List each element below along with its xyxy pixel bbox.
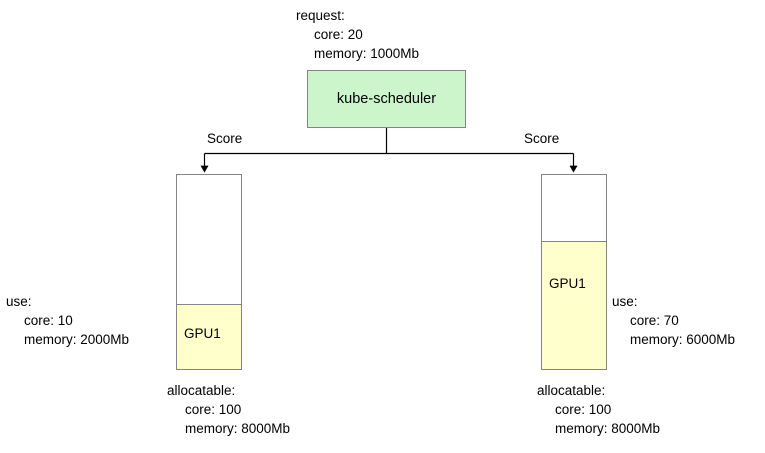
allocatable-core-right: core: 100 — [555, 402, 612, 417]
node-label-right: GPU1 — [549, 276, 586, 291]
allocatable-header-left: allocatable: — [167, 383, 236, 398]
use-memory-right: memory: 6000Mb — [630, 332, 736, 347]
request-memory: memory: 1000Mb — [314, 46, 420, 61]
kube-scheduler-label: kube-scheduler — [336, 91, 437, 107]
node-bar-left[interactable]: GPU1 — [176, 174, 242, 370]
request-caption: request: core: 20 memory: 1000Mb — [296, 6, 419, 63]
allocatable-header-right: allocatable: — [537, 383, 606, 398]
node-used-right — [542, 240, 606, 369]
use-core-left: core: 10 — [24, 313, 73, 328]
node-used-left — [177, 304, 241, 369]
request-core: core: 20 — [314, 27, 363, 42]
use-header-left: use: — [6, 294, 32, 309]
use-core-right: core: 70 — [630, 313, 679, 328]
use-memory-left: memory: 2000Mb — [24, 332, 130, 347]
score-label-left: Score — [207, 131, 243, 146]
use-caption-left: use: core: 10 memory: 2000Mb — [6, 292, 129, 349]
use-header-right: use: — [612, 294, 638, 309]
node-label-left: GPU1 — [184, 326, 221, 341]
node-bar-right[interactable]: GPU1 — [541, 174, 607, 370]
allocatable-memory-left: memory: 8000Mb — [185, 421, 291, 436]
allocatable-caption-left: allocatable: core: 100 memory: 8000Mb — [167, 381, 290, 438]
allocatable-caption-right: allocatable: core: 100 memory: 8000Mb — [537, 381, 660, 438]
allocatable-memory-right: memory: 8000Mb — [555, 421, 661, 436]
request-header: request: — [296, 8, 345, 23]
use-caption-right: use: core: 70 memory: 6000Mb — [612, 292, 735, 349]
score-label-right: Score — [524, 131, 560, 146]
allocatable-core-left: core: 100 — [185, 402, 242, 417]
kube-scheduler-box[interactable]: kube-scheduler — [307, 70, 466, 128]
